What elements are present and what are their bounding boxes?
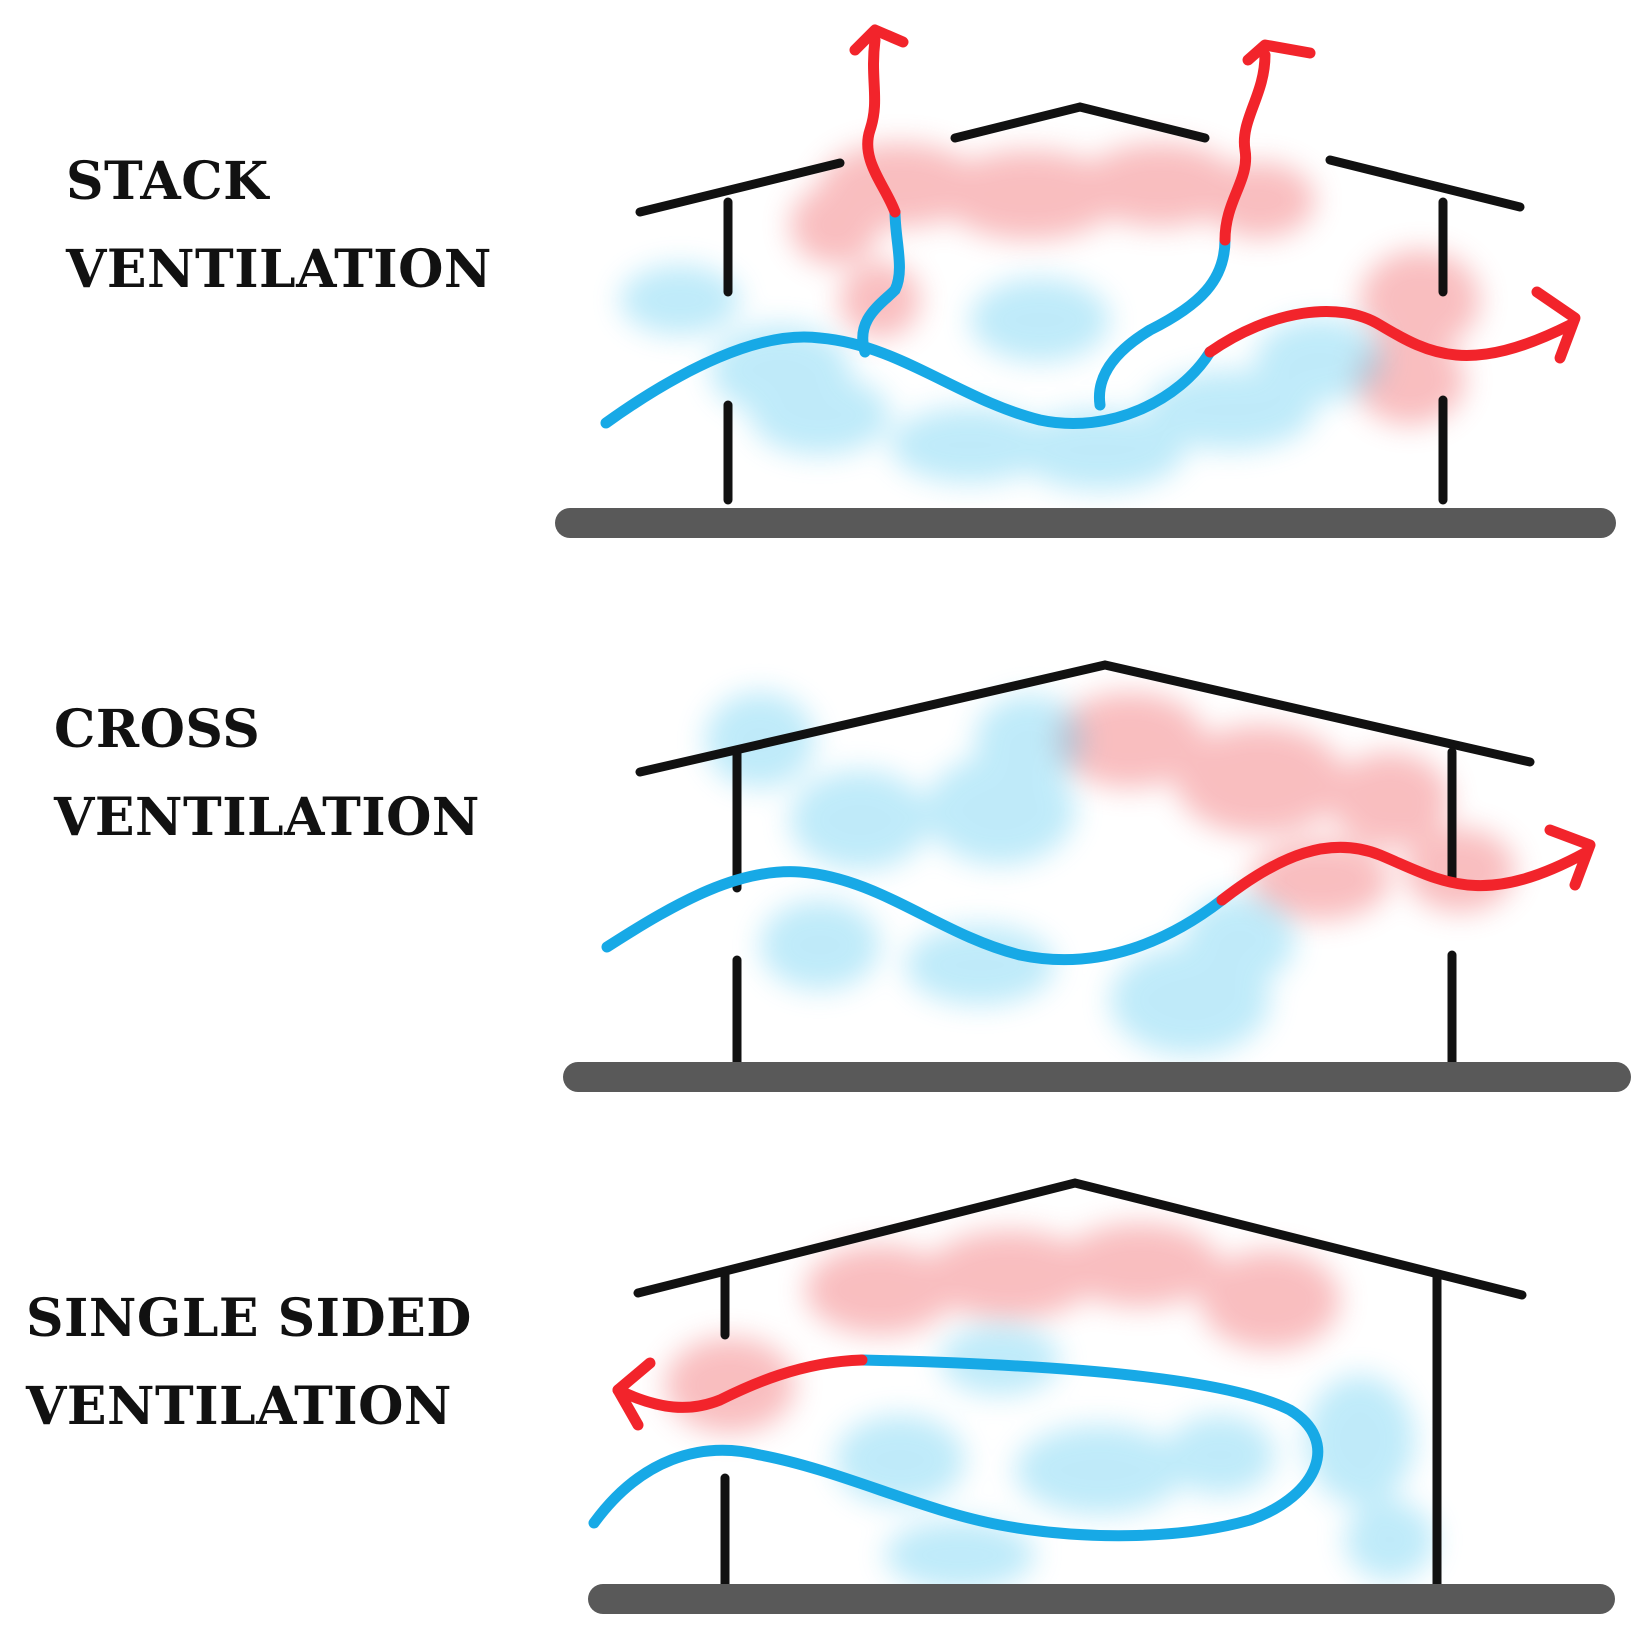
single-sided-ventilation-panel bbox=[588, 1178, 1615, 1614]
cool-air-flow bbox=[588, 1354, 1324, 1542]
stack-ventilation-label: STACK VENTILATION bbox=[66, 138, 492, 314]
warm-air-haze bbox=[1055, 692, 1515, 920]
label-line: CROSS bbox=[54, 699, 261, 760]
warm-air-flow bbox=[1216, 841, 1591, 906]
cool-air-flow bbox=[600, 206, 1231, 429]
label-line: STACK bbox=[66, 151, 269, 212]
cool-air-flow bbox=[601, 866, 1228, 966]
cross-ventilation-label: CROSS VENTILATION bbox=[54, 686, 480, 862]
warm-air-flow bbox=[862, 34, 1576, 361]
label-line: VENTILATION bbox=[26, 1376, 452, 1437]
house-outline bbox=[633, 1178, 1527, 1595]
warm-air-flow bbox=[612, 1354, 868, 1413]
cool-air-haze bbox=[620, 265, 1385, 490]
house-outline bbox=[635, 660, 1535, 1075]
label-line: VENTILATION bbox=[66, 239, 492, 300]
stack-ventilation-panel bbox=[555, 24, 1616, 538]
arrow-head-icon bbox=[612, 1357, 656, 1431]
house-outline bbox=[635, 102, 1525, 505]
label-line: VENTILATION bbox=[54, 787, 480, 848]
warm-air-haze bbox=[665, 1223, 1340, 1433]
single-sided-ventilation-label: SINGLE SIDED VENTILATION bbox=[26, 1275, 472, 1451]
arrow-head-icon bbox=[849, 24, 1581, 364]
cross-ventilation-panel bbox=[563, 660, 1631, 1092]
cool-air-haze bbox=[705, 692, 1295, 1055]
arrow-head-icon bbox=[1544, 824, 1596, 891]
label-line: SINGLE SIDED bbox=[26, 1288, 472, 1349]
